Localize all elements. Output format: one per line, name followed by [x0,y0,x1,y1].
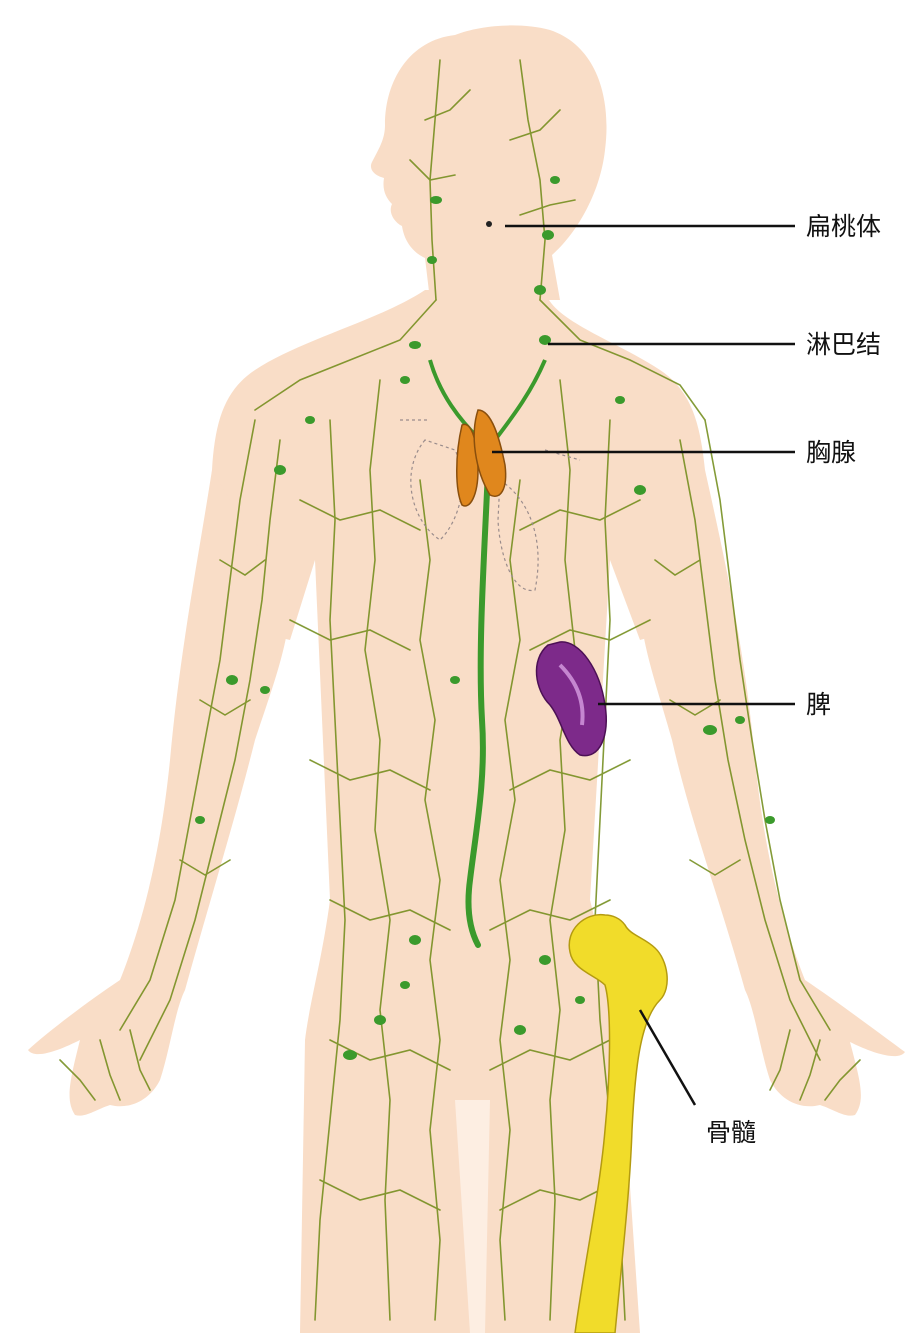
tonsil-dot [486,221,492,227]
left-arm [28,470,290,1116]
leader-line-bone-marrow [640,1010,695,1105]
body-silhouette [28,25,905,1333]
label-spleen: 脾 [806,692,831,717]
head-neck [371,25,607,300]
label-tonsil: 扁桃体 [806,214,881,239]
label-thymus: 胸腺 [806,440,856,465]
label-bone-marrow: 骨髓 [706,1120,756,1145]
label-lymph-node: 淋巴结 [806,332,881,357]
right-arm [640,470,905,1116]
